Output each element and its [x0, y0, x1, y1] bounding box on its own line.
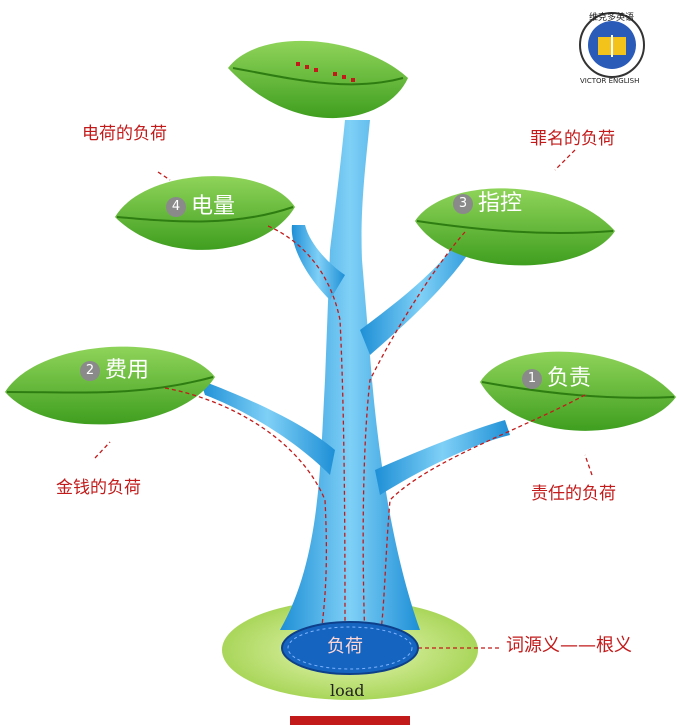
logo-top-text: 维克多英语 — [589, 13, 635, 23]
bottom-title-fragment — [290, 716, 410, 725]
leaf-word-3: 指控 — [478, 191, 523, 216]
logo-ring-text: VICTOR ENGLISH — [580, 77, 640, 85]
leaf-4 — [115, 176, 295, 250]
leaf-word-2: 费用 — [105, 358, 150, 383]
number-badge-3: 3 — [453, 194, 473, 214]
number-badge-2: 2 — [80, 361, 100, 381]
number-badge-1: 1 — [522, 369, 542, 389]
tree-trunk — [200, 120, 510, 630]
leaf-1 — [480, 351, 676, 431]
root-ellipse — [281, 621, 419, 675]
meaning-4: 电荷的负荷 — [82, 124, 167, 144]
top-leaf-dots — [296, 62, 355, 82]
meaning-2: 金钱的负荷 — [56, 478, 141, 498]
leaf-2 — [5, 346, 215, 425]
dashed-trace-lines — [94, 149, 593, 649]
logo-emblem — [579, 12, 645, 78]
root-note: 词源义——根义 — [506, 635, 632, 656]
meaning-1: 责任的负荷 — [531, 484, 616, 504]
meaning-3: 罪名的负荷 — [530, 129, 615, 149]
leaf-top — [228, 40, 408, 119]
leaf-word-1: 负责 — [547, 366, 592, 391]
root-word: 负荷 — [327, 636, 363, 657]
leaf-word-4: 电量 — [191, 194, 236, 219]
root-english: load — [330, 681, 365, 700]
number-badge-4: 4 — [166, 197, 186, 217]
